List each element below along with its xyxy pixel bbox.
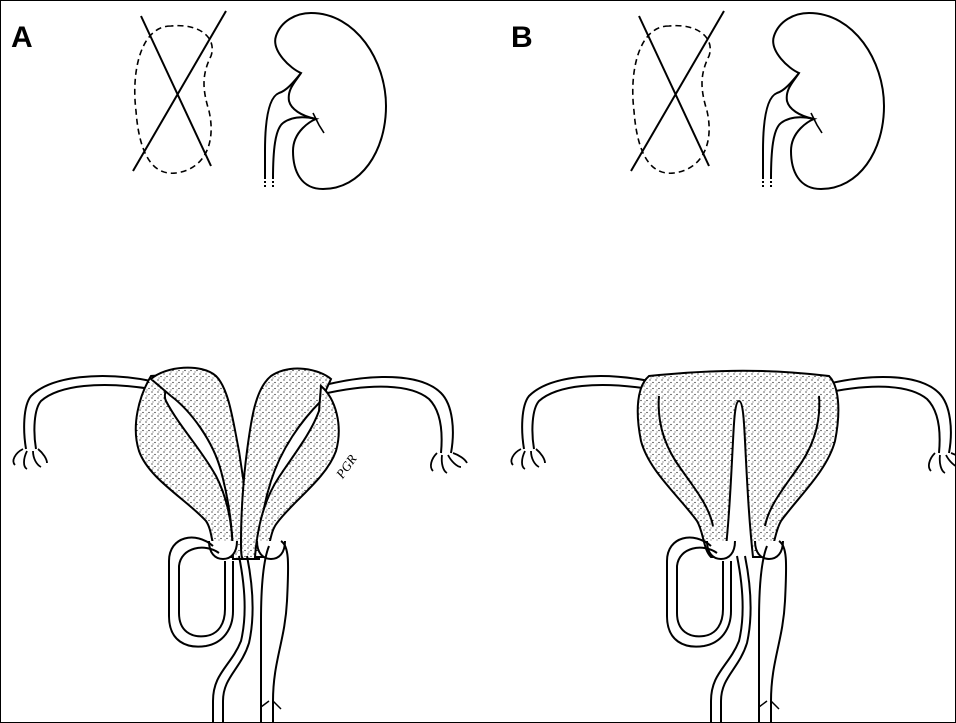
artist-signature: PGR — [332, 452, 359, 482]
panel-b-drawing — [511, 11, 955, 722]
panel-a-drawing: PGR — [13, 11, 467, 722]
